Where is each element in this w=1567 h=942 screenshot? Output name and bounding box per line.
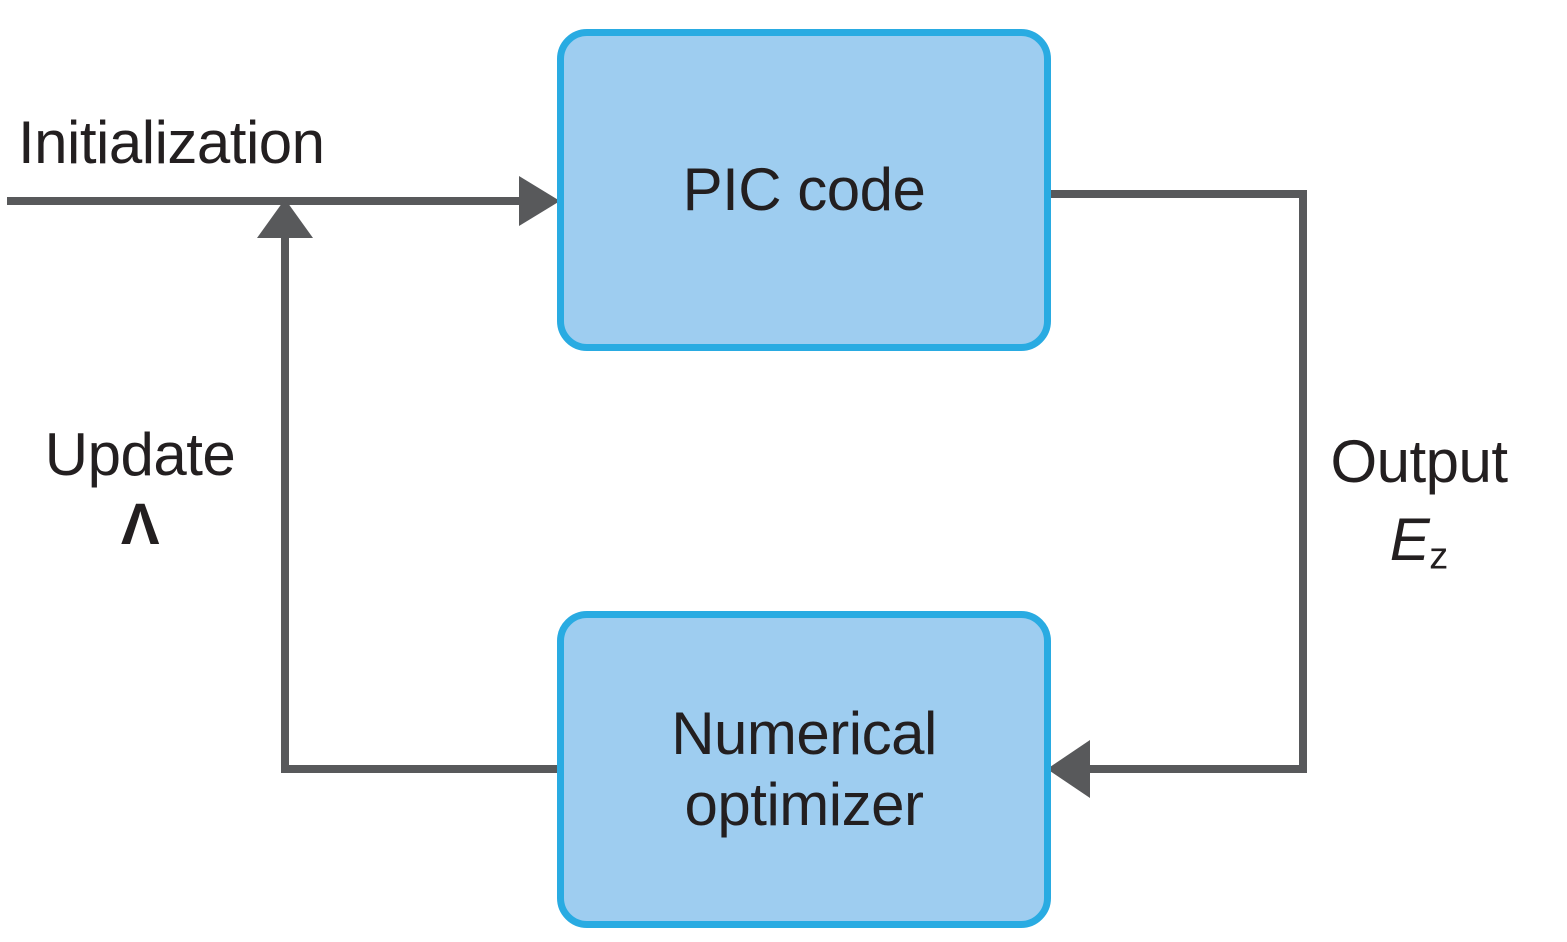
edge-label-update-symbol-lambda: Λ [120,492,160,557]
edge-label-initialization: Initialization [18,109,325,176]
edge-label-update: Update Λ [20,420,260,562]
update-connector-line [281,235,561,773]
edge-label-output-symbol: Ez [1279,501,1559,582]
initialization-arrowhead-icon [519,176,560,226]
node-numerical-optimizer-label: Numerical optimizer [671,699,937,838]
edge-label-output-subscript-z: z [1429,535,1449,578]
edge-label-update-text: Update [44,421,236,488]
edge-label-output: Output Ez [1279,423,1559,582]
output-connector-line [1046,190,1307,773]
node-pic-code[interactable]: PIC code [557,29,1051,351]
edge-label-output-text: Output [1330,428,1508,495]
output-arrowhead-icon [1047,740,1090,798]
edge-label-output-symbol-e: E [1389,506,1430,573]
update-arrowhead-icon [257,199,313,238]
node-numerical-optimizer[interactable]: Numerical optimizer [557,611,1051,928]
node-pic-code-label: PIC code [682,155,926,223]
